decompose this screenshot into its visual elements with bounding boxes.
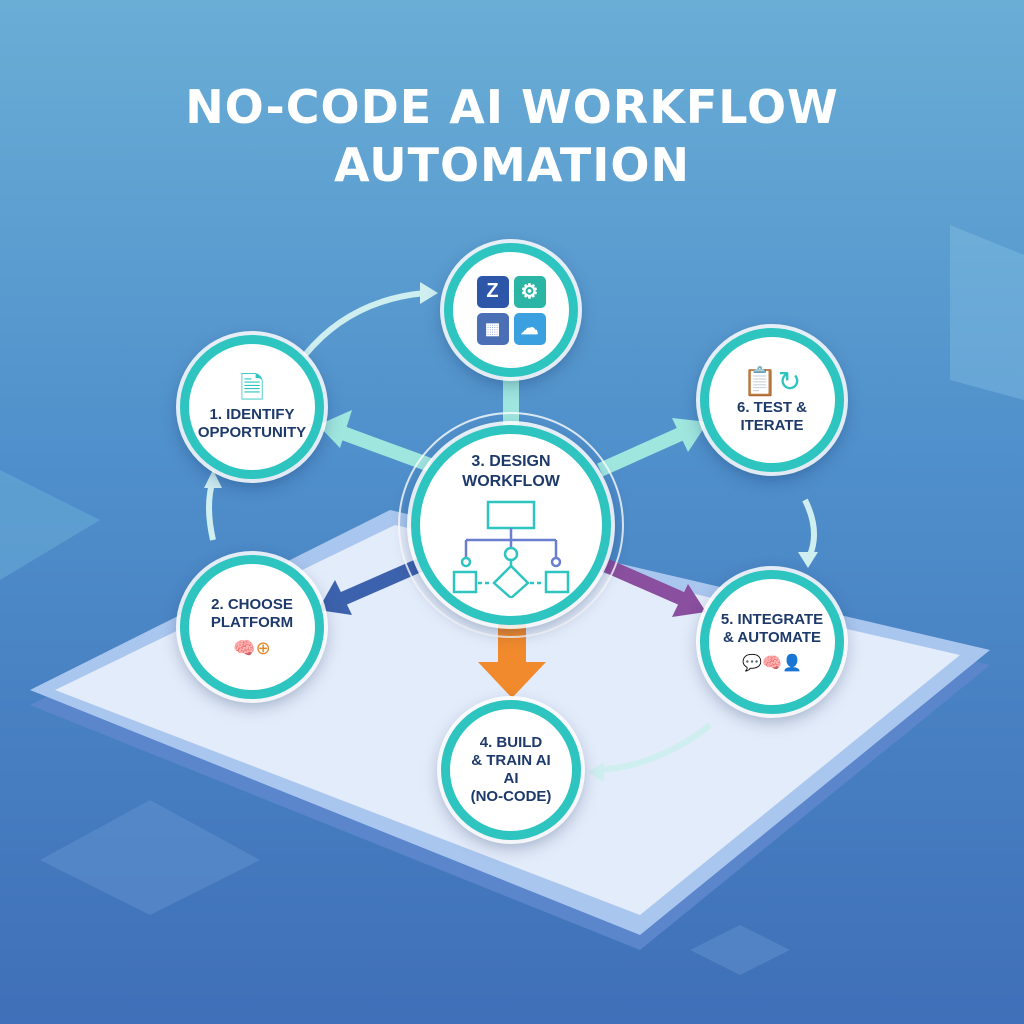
title-line-1: NO-CODE AI WORKFLOW — [185, 80, 839, 134]
gear-icon: ⚙ — [513, 275, 546, 308]
connector-top — [503, 360, 519, 440]
step-integrate-automate[interactable]: 5. INTEGRATE & AUTOMATE 💬🧠👤 — [700, 570, 844, 714]
arrow-to-integrate — [602, 558, 706, 617]
chat-brain-user-icons: 💬🧠👤 — [742, 655, 802, 672]
arrow-to-identify — [318, 410, 433, 472]
step-label: (NO-CODE) — [470, 788, 552, 805]
arrow-to-test — [597, 418, 708, 477]
title-line-2: AUTOMATION — [334, 138, 690, 192]
spreadsheet-icon: ▦ — [476, 312, 509, 345]
arrow-to-choose — [318, 558, 423, 615]
step-label: 4. BUILD — [479, 734, 543, 751]
step-label: 2. CHOOSE — [211, 595, 293, 613]
brain-plus-icon: 🧠⊕ — [233, 637, 271, 658]
page-title: NO-CODE AI WORKFLOW AUTOMATION — [0, 78, 1024, 194]
step-design-workflow[interactable]: 3. DESIGN WORKFLOW — [411, 425, 611, 625]
step-label: 3. DESIGN — [471, 453, 551, 470]
checklist-refresh-icon: 📋↻ — [742, 366, 802, 397]
step-label: OPPORTUNITY — [197, 424, 307, 441]
flowchart-icon — [452, 500, 570, 598]
step-label: 6. TEST & — [736, 399, 807, 416]
step-choose-platform[interactable]: 2. CHOOSE PLATFORM 🧠⊕ — [180, 555, 324, 699]
node-platform-apps[interactable]: Z ⚙ ▦ ☁ — [444, 243, 578, 377]
step-label: AI — [503, 770, 519, 787]
step-identify-opportunity[interactable]: 🗎 1. IDENTIFY OPPORTUNITY — [180, 335, 324, 479]
step-label: PLATFORM — [210, 613, 294, 631]
step-label: WORKFLOW — [462, 473, 560, 490]
step-label: ITERATE — [740, 417, 804, 434]
step-label: & TRAIN AI — [471, 752, 551, 769]
arrow-to-build — [478, 620, 546, 698]
step-label: 5. INTEGRATE — [720, 611, 824, 628]
document-search-icon: 🗎 — [239, 372, 265, 405]
step-build-train-ai[interactable]: 4. BUILD & TRAIN AI AI (NO-CODE) — [441, 700, 581, 840]
z-app-icon: Z — [476, 275, 509, 308]
step-label: & AUTOMATE — [722, 629, 822, 646]
step-test-iterate[interactable]: 📋↻ 6. TEST & ITERATE — [700, 328, 844, 472]
cloud-icon: ☁ — [513, 312, 546, 345]
step-label: 1. IDENTIFY — [209, 406, 295, 423]
